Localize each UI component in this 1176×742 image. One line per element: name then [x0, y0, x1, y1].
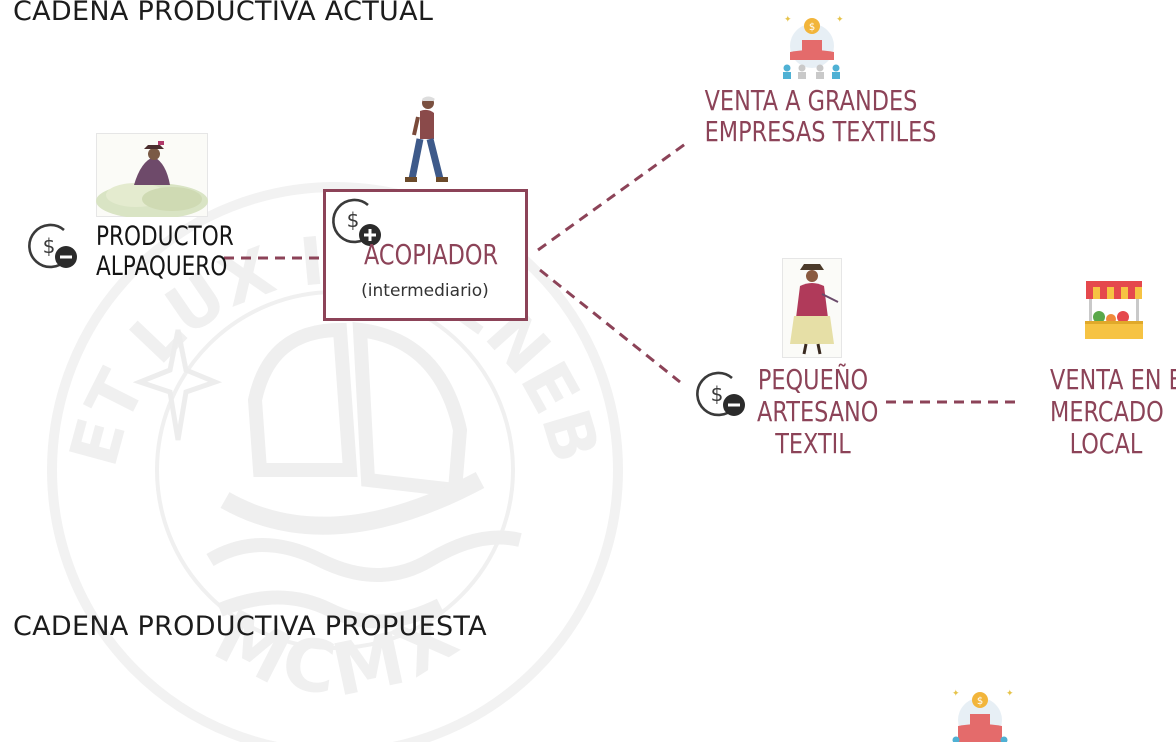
node-productor-alpaquero: PRODUCTOR ALPAQUERO	[82, 221, 234, 282]
mercado-line1: VENTA EN EL	[1050, 363, 1176, 396]
artesano-line2: ARTESANO	[757, 394, 879, 428]
svg-text:✦: ✦	[1006, 689, 1014, 699]
acopiador-sub-wrap: (intermediario)	[340, 278, 510, 301]
artesano-line1: PEQUEÑO	[757, 363, 869, 396]
productor-line1: PRODUCTOR	[96, 221, 234, 252]
artesano-line3: TEXTIL	[775, 426, 851, 460]
connector-acopiador-artesano	[539, 268, 681, 384]
alpaca-farmer-image	[96, 133, 208, 217]
svg-text:✦: ✦	[952, 689, 960, 699]
acopiador-box	[323, 189, 528, 321]
grandes-line1: VENTA A GRANDES	[704, 84, 918, 117]
title-proposed-chain: CADENA PRODUCTIVA PROPUESTA	[13, 611, 487, 642]
node-acopiador: ACOPIADOR	[350, 238, 499, 271]
connector-acopiador-grandes	[537, 140, 689, 252]
node-grandes-empresas: VENTA A GRANDES EMPRESAS TEXTILES	[680, 84, 937, 148]
svg-text:$: $	[43, 234, 56, 258]
company-icon: ✦ ✦ $	[783, 15, 844, 79]
walking-intermediary-image	[405, 96, 448, 182]
money-minus-icon: $	[28, 223, 77, 269]
acopiador-label: ACOPIADOR	[364, 238, 499, 271]
money-plus-icon: $	[332, 198, 381, 246]
money-minus-icon-artesano: $	[696, 371, 745, 417]
title-current-chain: CADENA PRODUCTIVA ACTUAL	[13, 0, 434, 27]
svg-text:✦: ✦	[784, 15, 792, 25]
svg-text:$: $	[809, 22, 815, 33]
productor-line2: ALPAQUERO	[96, 250, 228, 282]
mercado-line2: MERCADO	[1050, 394, 1164, 428]
node-mercado-local: VENTA EN EL MERCADO LOCAL	[1036, 364, 1176, 460]
node-pequeno-artesano: PEQUEÑO ARTESANO TEXTIL	[743, 364, 883, 460]
company-icon-proposed: ✦ ✦ $	[952, 689, 1014, 742]
acopiador-sublabel: (intermediario)	[361, 281, 489, 301]
market-stall-icon	[1085, 281, 1143, 339]
svg-text:$: $	[347, 208, 360, 232]
svg-text:$: $	[711, 382, 724, 406]
svg-text:✦: ✦	[836, 15, 844, 25]
svg-text:$: $	[977, 696, 983, 707]
grandes-line2: EMPRESAS TEXTILES	[704, 114, 937, 148]
artisan-woman-image	[782, 258, 842, 358]
mercado-line3: LOCAL	[1069, 426, 1143, 460]
